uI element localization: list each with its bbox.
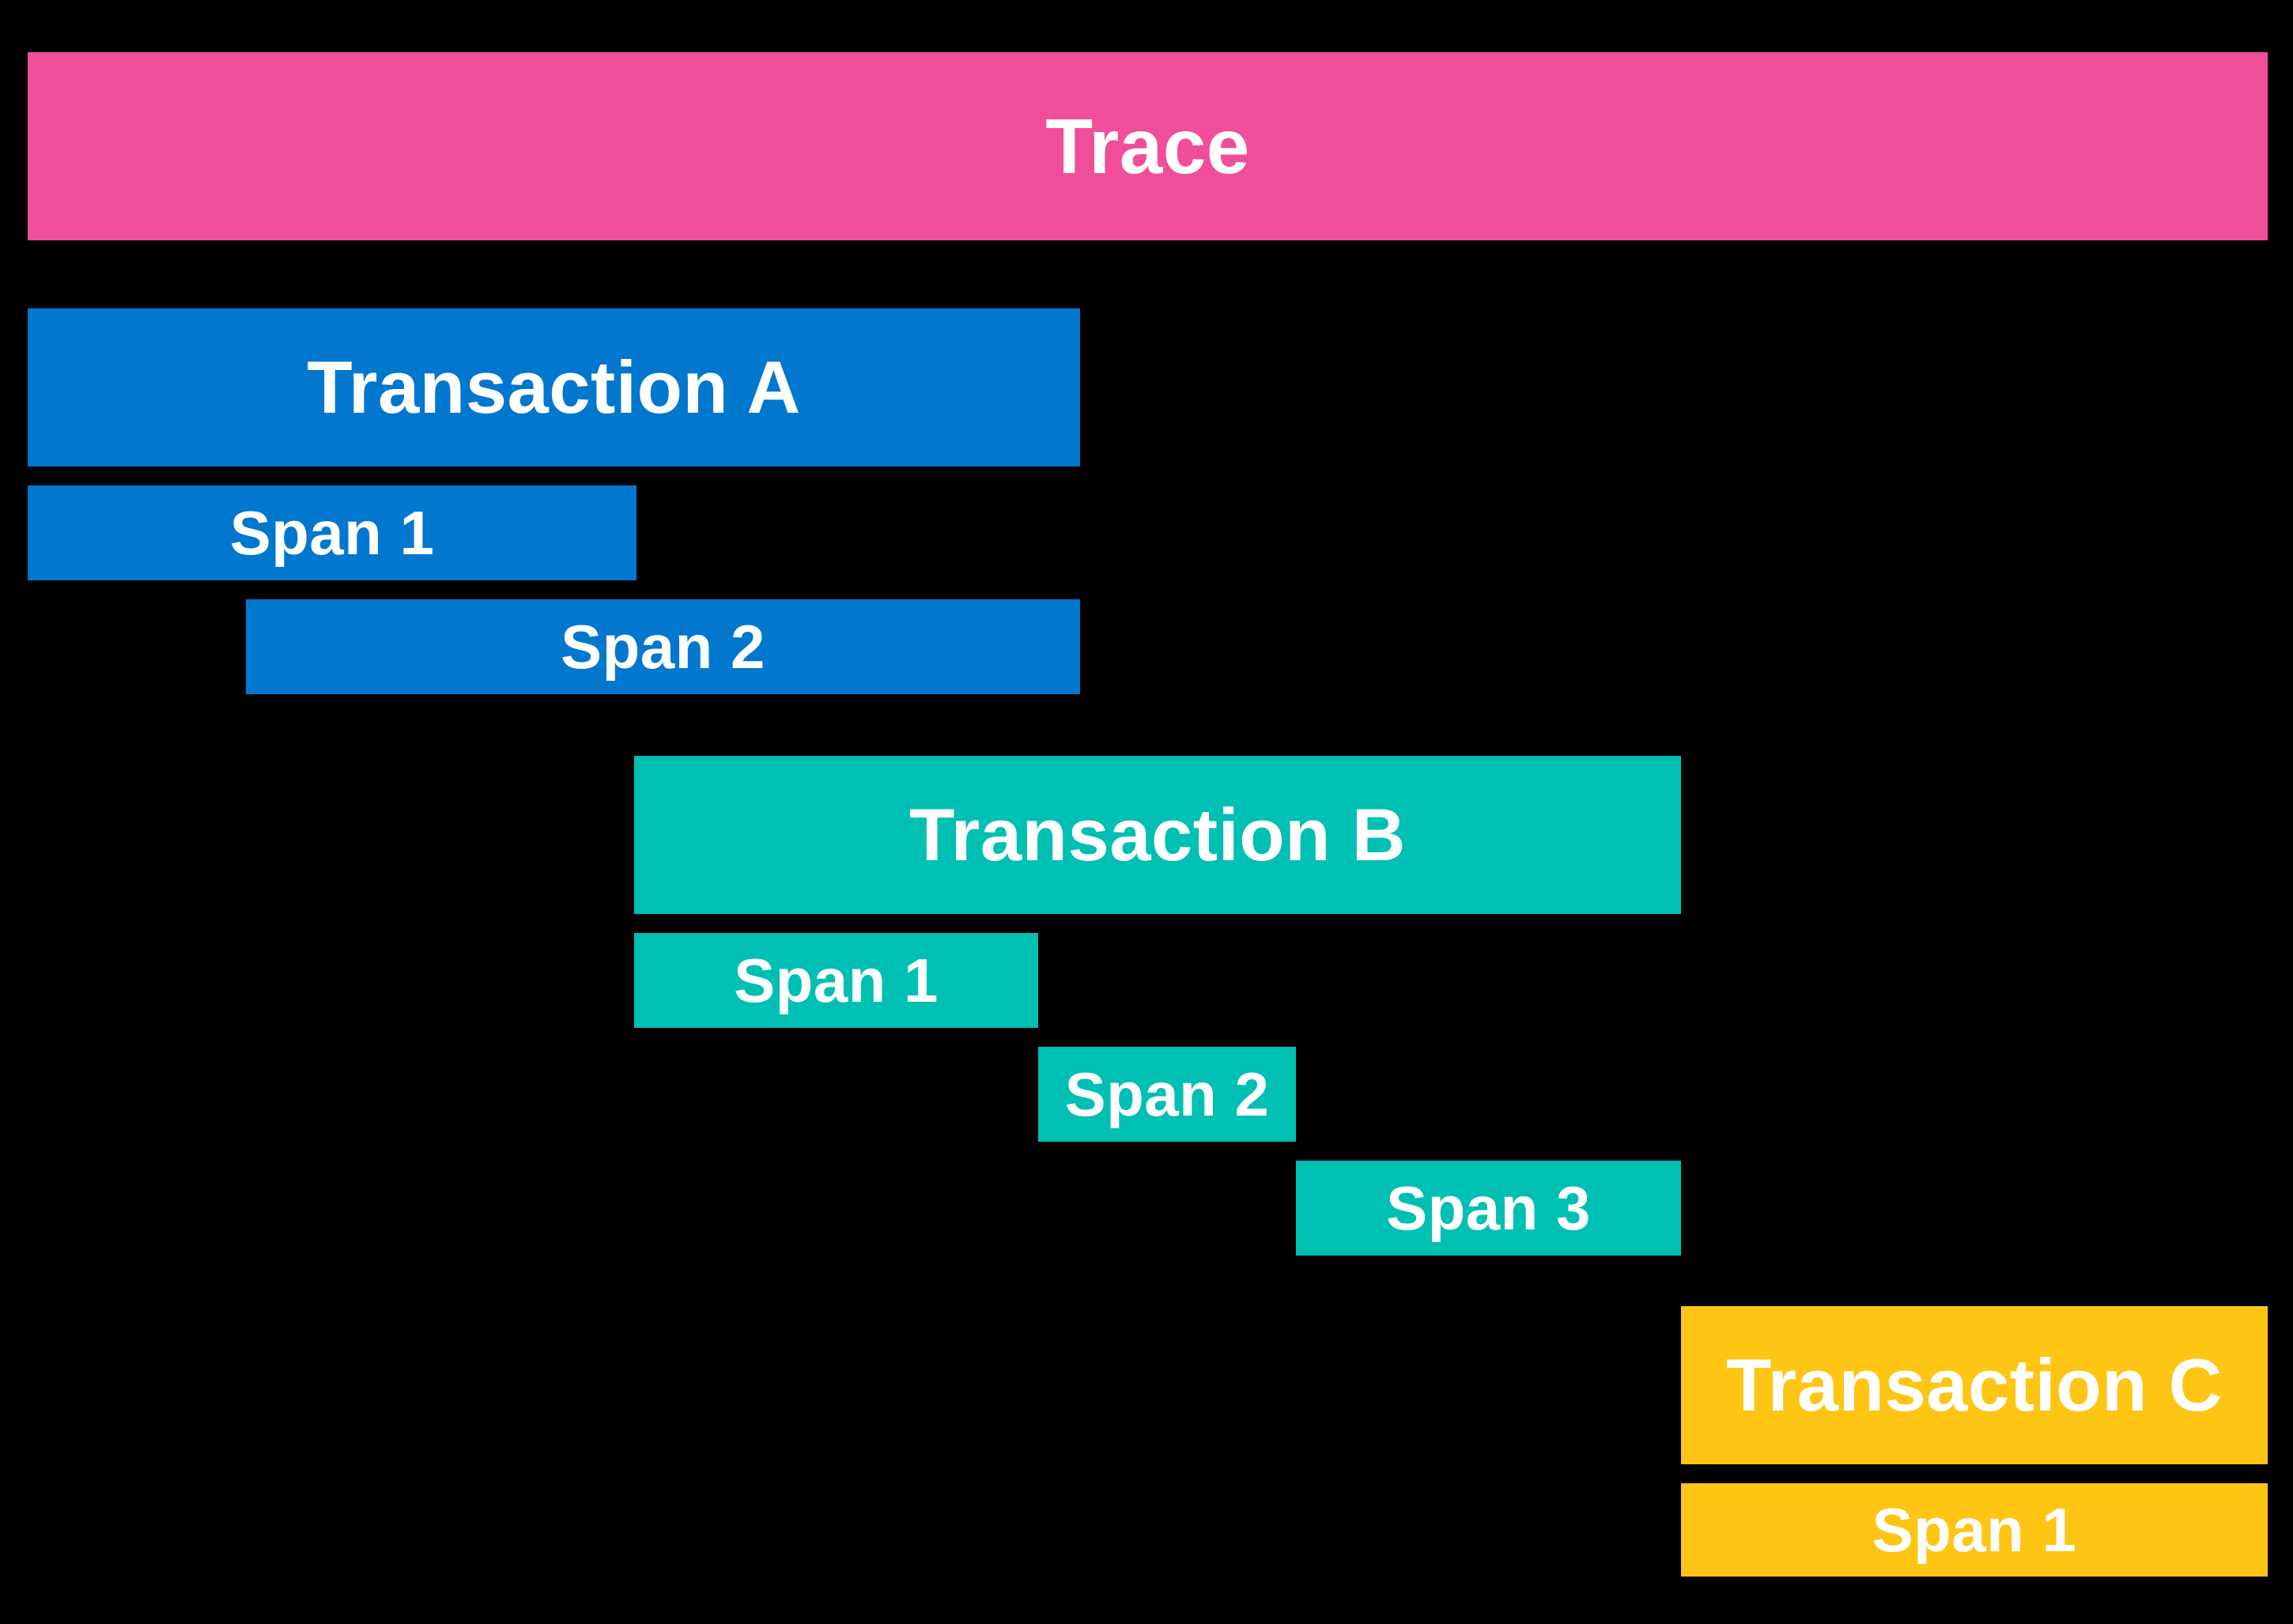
transaction-b-span-1-bar: Span 1: [634, 933, 1038, 1028]
transaction-a-bar: Transaction A: [28, 308, 1080, 466]
transaction-c-span-1-bar: Span 1: [1681, 1483, 2268, 1577]
transaction-a-label: Transaction A: [307, 346, 801, 429]
trace-label: Trace: [1045, 103, 1250, 190]
transaction-b-span-3-bar: Span 3: [1296, 1161, 1681, 1256]
transaction-b-span-3-label: Span 3: [1386, 1173, 1591, 1243]
transaction-a-span-2-bar: Span 2: [246, 599, 1080, 694]
transaction-b-label: Transaction B: [909, 793, 1407, 876]
transaction-c-label: Transaction C: [1725, 1343, 2223, 1426]
transaction-b-span-1-label: Span 1: [734, 946, 939, 1015]
transaction-b-span-2-label: Span 2: [1064, 1059, 1270, 1129]
transaction-a-span-1-bar: Span 1: [28, 485, 637, 580]
transaction-b-bar: Transaction B: [634, 756, 1681, 914]
transaction-b-span-2-bar: Span 2: [1038, 1047, 1296, 1142]
transaction-a-span-2-label: Span 2: [561, 612, 765, 682]
trace-bar: Trace: [28, 52, 2268, 240]
transaction-a-span-1-label: Span 1: [229, 498, 435, 568]
transaction-c-bar: Transaction C: [1681, 1306, 2268, 1464]
transaction-c-span-1-label: Span 1: [1872, 1495, 2077, 1565]
